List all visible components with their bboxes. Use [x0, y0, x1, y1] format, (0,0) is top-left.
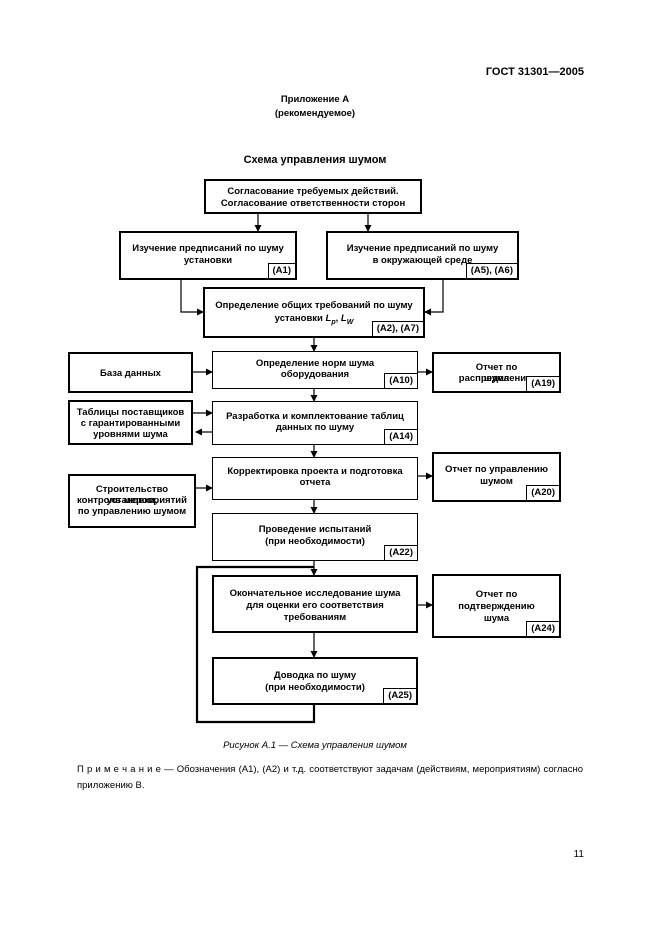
- box-supplier-tables: Таблицы поставщиков с гарантированными у…: [68, 400, 193, 445]
- box-line: оборудования: [280, 369, 350, 380]
- box-noise-mgmt-report: Отчет по управлению шумом (A20): [432, 452, 561, 502]
- box-confirmation-report: Отчет по подтверждению шума (A24): [432, 574, 561, 638]
- separator: ,: [335, 313, 341, 324]
- box-construction: Строительство установки, контроль меропр…: [68, 474, 196, 528]
- box-database: База данных: [68, 352, 193, 393]
- box-line: Отчет по управлению: [445, 464, 548, 475]
- standard-number: ГОСТ 31301—2005: [485, 66, 584, 78]
- box-line: Проведение испытаний: [258, 524, 372, 535]
- box-line: Изучение предписаний по шуму: [346, 243, 499, 254]
- box-refinement: Доводка по шуму (при необходимости) (A25…: [212, 657, 418, 705]
- task-code: (A24): [526, 621, 560, 637]
- symbol-l: L: [325, 313, 332, 324]
- box-line: (при необходимости): [265, 682, 365, 693]
- box-line: шумом: [480, 476, 513, 487]
- subscript-w: W: [346, 318, 354, 326]
- box-agreement-line2: Согласование ответственности сторон: [220, 198, 406, 209]
- arrow-environment-to-general: [424, 280, 444, 316]
- box-line: Определение норм шума: [255, 358, 375, 369]
- box-line: Окончательное исследование шума: [229, 588, 401, 599]
- box-line: Изучение предписаний по шуму: [132, 243, 284, 254]
- arrow-installation-to-general: [180, 280, 204, 316]
- box-agreement-line1: Согласование требуемых действий.: [227, 186, 399, 197]
- box-study-environment: Изучение предписаний по шуму в окружающе…: [326, 231, 519, 280]
- task-code: (A25): [383, 688, 417, 704]
- box-agreement: Согласование требуемых действий. Согласо…: [204, 179, 422, 214]
- box-general-requirements: Определение общих требований по шуму уст…: [203, 287, 425, 338]
- task-code: (A10): [384, 373, 418, 389]
- figure-caption: Рисунок А.1 — Схема управления шумом: [223, 740, 407, 751]
- box-line: уровнями шума: [93, 429, 168, 440]
- footnote: П р и м е ч а н и е — Обозначения (А1), …: [77, 764, 583, 791]
- box-line: Доводка по шуму: [273, 670, 357, 681]
- box-line: данных по шуму: [275, 422, 355, 433]
- box-final-study: Окончательное исследование шума для оцен…: [212, 575, 418, 633]
- task-code: (A5), (A6): [465, 263, 518, 279]
- box-line: База данных: [100, 368, 161, 379]
- box-distribution-report: Отчет по распределению шума (A19): [432, 352, 561, 393]
- box-line: Разработка и комплектование таблиц: [226, 411, 404, 422]
- subscript-p: p: [331, 318, 336, 326]
- box-line: (при необходимости): [265, 536, 365, 547]
- text-prefix: установки: [274, 313, 326, 324]
- box-line: с гарантированными: [80, 418, 181, 429]
- box-testing: Проведение испытаний (при необходимости)…: [212, 513, 418, 561]
- symbol-l: L: [340, 313, 347, 324]
- box-line: отчета: [299, 477, 331, 488]
- box-line: Определение общих требований по шуму: [215, 300, 413, 311]
- appendix-title: Приложение А: [280, 94, 350, 105]
- box-project-correction: Корректировка проекта и подготовка отчет…: [212, 457, 418, 500]
- box-tables-development: Разработка и комплектование таблиц данны…: [212, 401, 418, 445]
- feedback-loop: [195, 565, 316, 724]
- task-code: (A2), (A7): [371, 321, 424, 337]
- task-code: (A1): [267, 263, 296, 279]
- box-line: Корректировка проекта и подготовка: [227, 466, 403, 477]
- box-line: шума: [483, 373, 510, 384]
- box-line: Отчет по распределению: [458, 362, 535, 384]
- box-line-formula: установки Lp, LW: [209, 313, 419, 328]
- box-line: шума: [483, 613, 510, 624]
- box-line: контроль мероприятий: [77, 495, 187, 506]
- box-line: Отчет по: [475, 589, 518, 600]
- box-study-installation: Изучение предписаний по шуму установки (…: [119, 231, 297, 280]
- box-line: требованиям: [283, 612, 347, 623]
- task-code: (A22): [384, 545, 418, 561]
- box-line: установки: [183, 255, 233, 266]
- task-code: (A19): [526, 376, 560, 392]
- box-line: в окружающей среде: [372, 255, 473, 266]
- box-line: по управлению шумом: [77, 506, 187, 517]
- box-line: подтверждению: [458, 601, 535, 612]
- task-code: (A14): [384, 429, 418, 445]
- box-line: Таблицы поставщиков: [76, 407, 185, 418]
- page-number: 11: [573, 849, 584, 860]
- box-line: для оценки его соответствия: [246, 600, 384, 611]
- box-equipment-norms: Определение норм шума оборудования (A10): [212, 351, 418, 389]
- scheme-title: Схема управления шумом: [243, 154, 387, 166]
- box-line: Строительство установки,: [95, 484, 169, 506]
- appendix-subtitle: (рекомендуемое): [274, 108, 356, 119]
- task-code: (A20): [526, 485, 560, 501]
